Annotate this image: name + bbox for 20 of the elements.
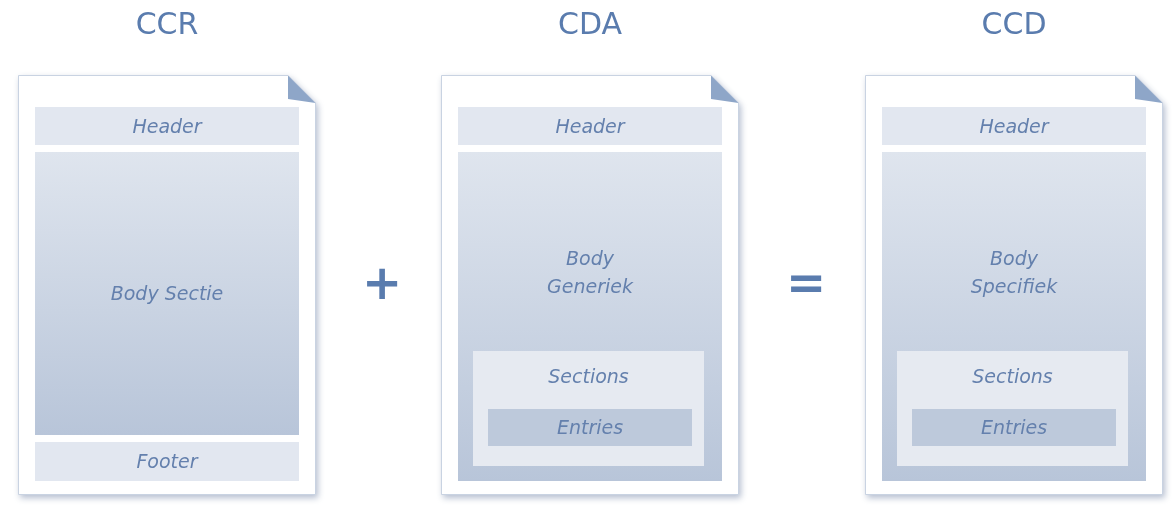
document-title: CDA: [556, 6, 623, 41]
header-band: Footer: [35, 442, 299, 481]
body-panel: Body Sectie: [35, 152, 299, 435]
body-panel: [882, 152, 1146, 481]
body-panel: [458, 152, 722, 481]
operator-sign: =: [786, 258, 827, 306]
operator-sign: +: [362, 258, 403, 306]
entries-band: Entries: [912, 409, 1116, 446]
document-title: CCD: [980, 6, 1048, 41]
section-label: Sections: [972, 365, 1053, 387]
body-label: Body Specifiek: [969, 246, 1059, 299]
sections-panel: [473, 351, 704, 466]
document-title: CCR: [134, 6, 200, 41]
header-band: Header: [35, 107, 299, 145]
body-label: Body Generiek: [546, 246, 634, 299]
header-band: Header: [458, 107, 722, 145]
entries-band: Entries: [488, 409, 692, 446]
section-label: Sections: [548, 365, 629, 387]
header-band: Header: [882, 107, 1146, 145]
sections-panel: [897, 351, 1128, 466]
